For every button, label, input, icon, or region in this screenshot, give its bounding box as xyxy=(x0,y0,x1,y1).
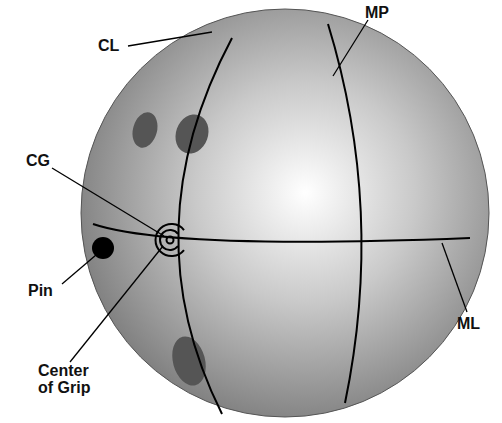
part-label: Pin xyxy=(28,282,53,299)
part-label: CL xyxy=(98,37,119,54)
centerline-cl xyxy=(178,38,232,414)
cg-symbol xyxy=(156,224,184,256)
thumb-hole xyxy=(167,333,211,390)
part-label: ML xyxy=(457,315,480,332)
midplane-mp xyxy=(328,24,361,403)
ball-body xyxy=(81,9,489,417)
part-label: MP xyxy=(365,4,389,21)
part-label: CG xyxy=(26,152,50,169)
leader-lines xyxy=(52,20,467,362)
part-label: Center of Grip xyxy=(38,362,100,396)
finger-hole xyxy=(129,110,161,151)
